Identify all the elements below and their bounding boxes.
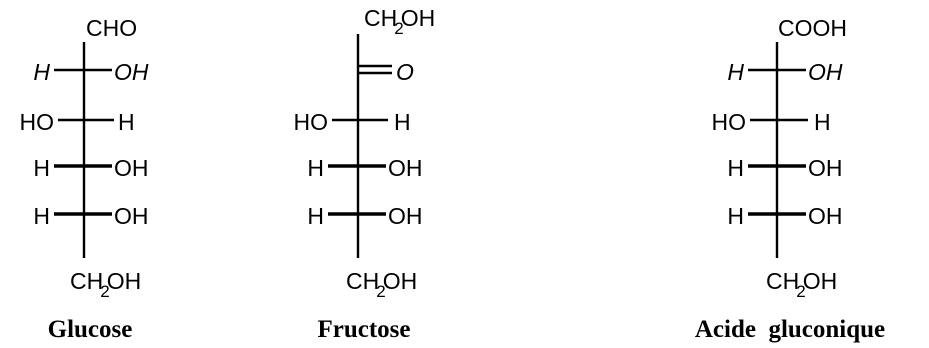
glucose-row4-right: OH	[114, 203, 149, 229]
fructose-row2-left: H	[307, 155, 324, 181]
glucose-top-group: CHO	[86, 15, 137, 41]
glucose-row4-left: H	[33, 203, 50, 229]
molecule-gluconic-acid: COOH H OH HO H H OH H OH CH2OH Acide glu…	[695, 15, 885, 343]
gluconic-row4-right: OH	[808, 203, 843, 229]
gluconic-row3-right: OH	[808, 155, 843, 181]
fructose-row3-right: OH	[388, 203, 423, 229]
fructose-row1-left: HO	[294, 109, 329, 135]
gluconic-top-group: COOH	[778, 15, 847, 41]
fructose-row3-left: H	[307, 203, 324, 229]
glucose-row3-left: H	[33, 155, 50, 181]
fructose-carbonyl-oxygen: O	[396, 59, 414, 85]
gluconic-row1-right: OH	[808, 59, 843, 85]
gluconic-row2-right: H	[814, 109, 831, 135]
gluconic-row1-left: H	[727, 59, 744, 85]
glucose-caption: Glucose	[48, 316, 133, 343]
glucose-bottom-group: CH2OH	[70, 268, 141, 301]
fructose-top-group: CH2OH	[364, 5, 435, 38]
molecule-glucose: CHO H OH HO H H OH H OH CH2OH Glucose	[20, 15, 149, 343]
glucose-row2-left: HO	[20, 109, 55, 135]
fructose-caption: Fructose	[317, 316, 410, 343]
molecule-fructose: CH2OH O HO H H OH H OH CH2OH Fructose	[294, 5, 436, 343]
gluconic-bottom-group: CH2OH	[766, 268, 837, 301]
glucose-row3-right: OH	[114, 155, 149, 181]
glucose-row2-right: H	[118, 109, 135, 135]
fructose-row2-right: OH	[388, 155, 423, 181]
glucose-row1-left: H	[33, 59, 50, 85]
gluconic-row3-left: H	[727, 155, 744, 181]
gluconic-row2-left: HO	[712, 109, 747, 135]
fructose-row1-right: H	[394, 109, 411, 135]
gluconic-row4-left: H	[727, 203, 744, 229]
glucose-row1-right: OH	[114, 59, 149, 85]
gluconic-caption: Acide gluconique	[695, 316, 885, 343]
fructose-bottom-group: CH2OH	[346, 268, 417, 301]
